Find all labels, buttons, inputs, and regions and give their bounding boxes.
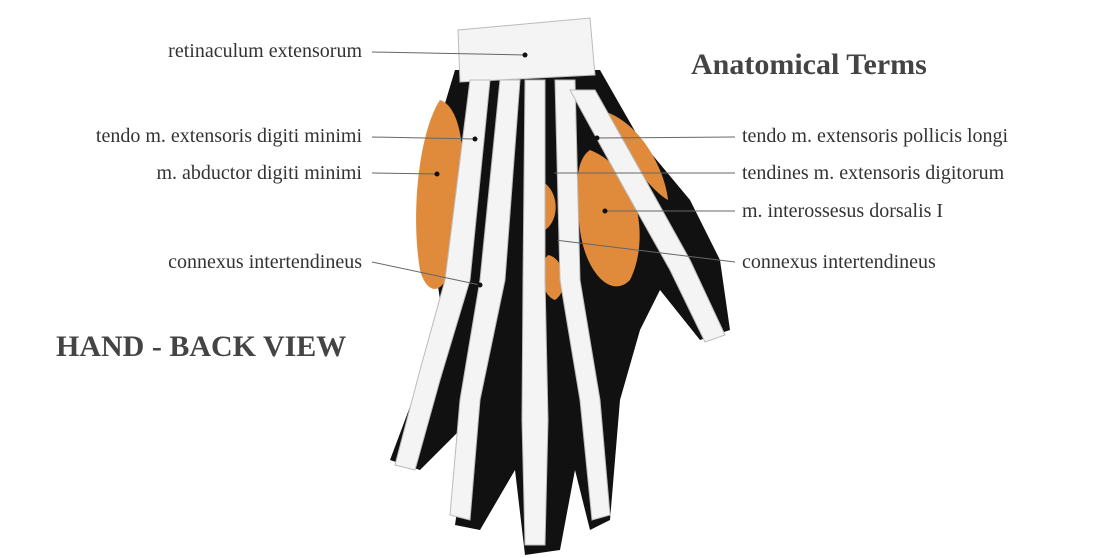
label-connexus-intertendineus-left: connexus intertendineus	[168, 251, 362, 273]
label-connexus-intertendineus-right: connexus intertendineus	[742, 251, 936, 273]
tendon-middle-finger	[522, 80, 548, 545]
label-abductor-digiti-minimi: m. abductor digiti minimi	[156, 162, 362, 184]
page-subtitle: HAND - BACK VIEW	[56, 330, 346, 364]
label-retinaculum-extensorum: retinaculum extensorum	[168, 40, 362, 62]
page-title: Anatomical Terms	[691, 48, 927, 82]
label-tendo-extensoris-digiti-minimi: tendo m. extensoris digiti minimi	[96, 125, 362, 147]
label-tendines-extensoris-digitorum: tendines m. extensoris digitorum	[742, 162, 1004, 184]
retinaculum-band	[458, 18, 595, 82]
label-tendo-extensoris-pollicis-longi: tendo m. extensoris pollicis longi	[742, 125, 1008, 147]
label-interossesus-dorsalis: m. interossesus dorsalis I	[742, 200, 943, 222]
